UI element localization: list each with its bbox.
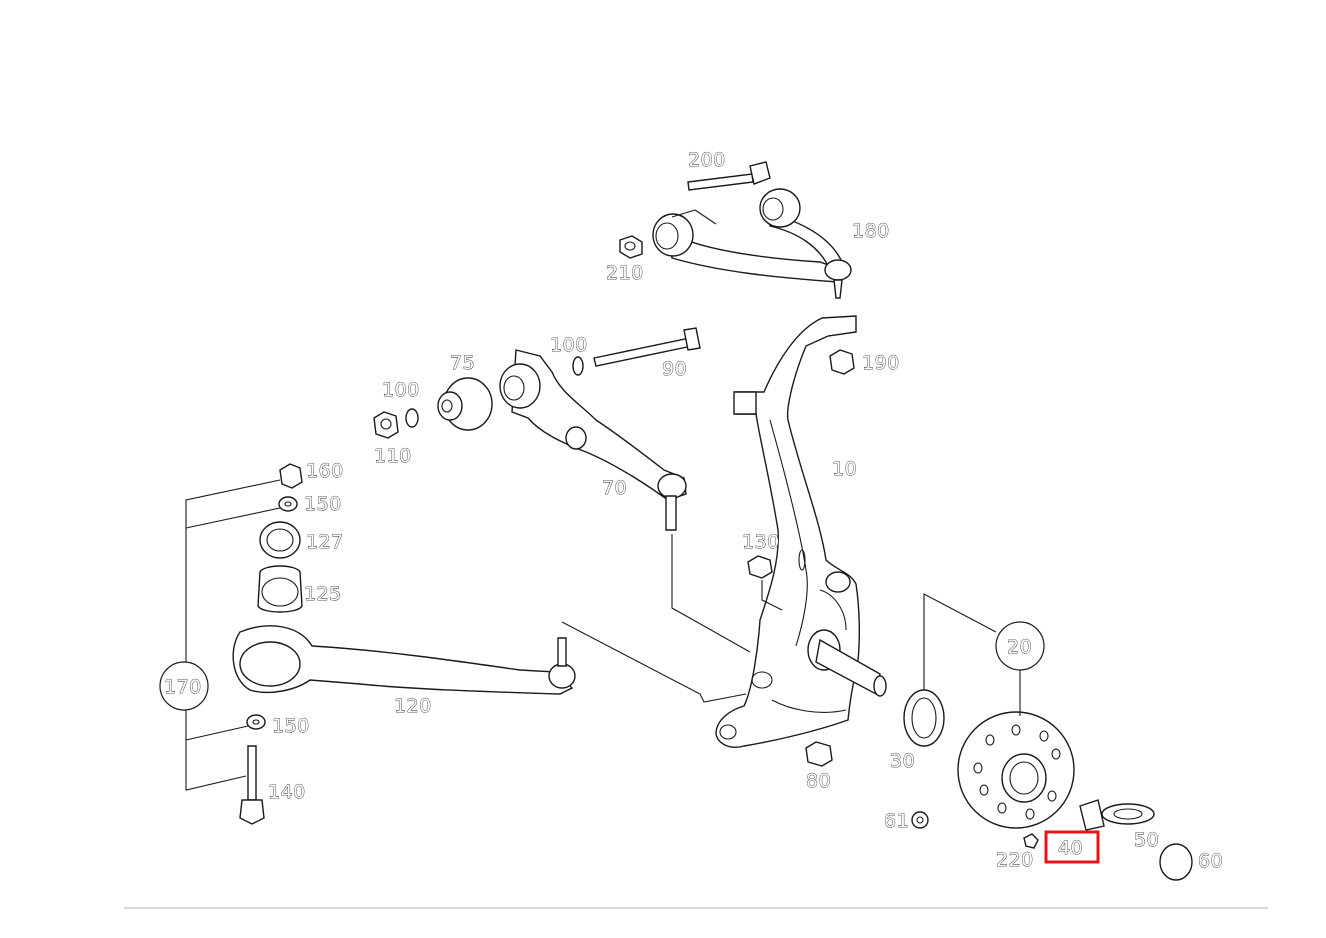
- nut-130[interactable]: [747, 555, 783, 611]
- bearing-nut-50[interactable]: [1079, 799, 1155, 831]
- label-50[interactable]: 50: [1134, 829, 1159, 852]
- nut-160[interactable]: [279, 463, 303, 489]
- dust-cap-60[interactable]: [1159, 843, 1193, 881]
- washer-61[interactable]: [911, 811, 929, 829]
- nut-110[interactable]: [373, 411, 399, 439]
- bushing-125[interactable]: [257, 565, 303, 613]
- label-20[interactable]: 20: [1007, 636, 1032, 659]
- label-210[interactable]: 210: [606, 262, 644, 285]
- label-90[interactable]: 90: [662, 358, 687, 381]
- label-100-rear[interactable]: 100: [550, 334, 588, 357]
- steering-knuckle-10[interactable]: [715, 315, 887, 748]
- label-80[interactable]: 80: [806, 770, 831, 793]
- wheel-hub-20[interactable]: [957, 711, 1075, 829]
- label-190[interactable]: 190: [862, 352, 900, 375]
- highlight-box-40: [1044, 830, 1100, 864]
- nut-80[interactable]: [805, 741, 833, 767]
- callout-circle-20: [995, 621, 1045, 671]
- label-60[interactable]: 60: [1198, 850, 1223, 873]
- label-61[interactable]: 61: [884, 810, 909, 833]
- group-bracket-170: [185, 479, 281, 791]
- label-10[interactable]: 10: [832, 458, 857, 481]
- label-220[interactable]: 220: [996, 849, 1034, 872]
- callout-circle-170: [159, 661, 209, 711]
- bolt-220[interactable]: [1023, 833, 1039, 849]
- label-160[interactable]: 160: [306, 460, 344, 483]
- label-150-bottom[interactable]: 150: [272, 715, 310, 738]
- label-127[interactable]: 127: [306, 531, 344, 554]
- label-180[interactable]: 180: [852, 220, 890, 243]
- control-arm-70[interactable]: [499, 349, 751, 653]
- bolt-140[interactable]: [239, 745, 265, 825]
- label-70[interactable]: 70: [602, 477, 627, 500]
- upper-wishbone-180[interactable]: [652, 188, 852, 299]
- label-150-top[interactable]: 150: [304, 493, 342, 516]
- label-140[interactable]: 140: [268, 781, 306, 804]
- label-120[interactable]: 120: [394, 695, 432, 718]
- bolt-200[interactable]: [671, 161, 771, 225]
- label-170[interactable]: 170: [164, 676, 202, 699]
- label-30[interactable]: 30: [890, 750, 915, 773]
- label-40[interactable]: 40: [1058, 837, 1083, 860]
- lower-control-arm-120[interactable]: [232, 621, 747, 703]
- label-75[interactable]: 75: [450, 352, 475, 375]
- nut-190[interactable]: [829, 349, 855, 375]
- washer-150-top[interactable]: [278, 496, 298, 512]
- bushing-ring-127[interactable]: [259, 521, 301, 559]
- washer-150-bottom[interactable]: [246, 714, 266, 730]
- nut-210[interactable]: [619, 235, 643, 259]
- washer-100-front[interactable]: [405, 408, 419, 428]
- label-100-front[interactable]: 100: [382, 379, 420, 402]
- bushing-75[interactable]: [437, 377, 493, 431]
- label-110[interactable]: 110: [374, 445, 412, 468]
- bolt-90[interactable]: [593, 327, 701, 367]
- label-200[interactable]: 200: [688, 149, 726, 172]
- washer-100-rear[interactable]: [572, 356, 584, 376]
- label-130[interactable]: 130: [742, 531, 780, 554]
- group-bracket-20: [923, 593, 1021, 716]
- seal-30[interactable]: [903, 689, 945, 747]
- label-125[interactable]: 125: [304, 583, 342, 606]
